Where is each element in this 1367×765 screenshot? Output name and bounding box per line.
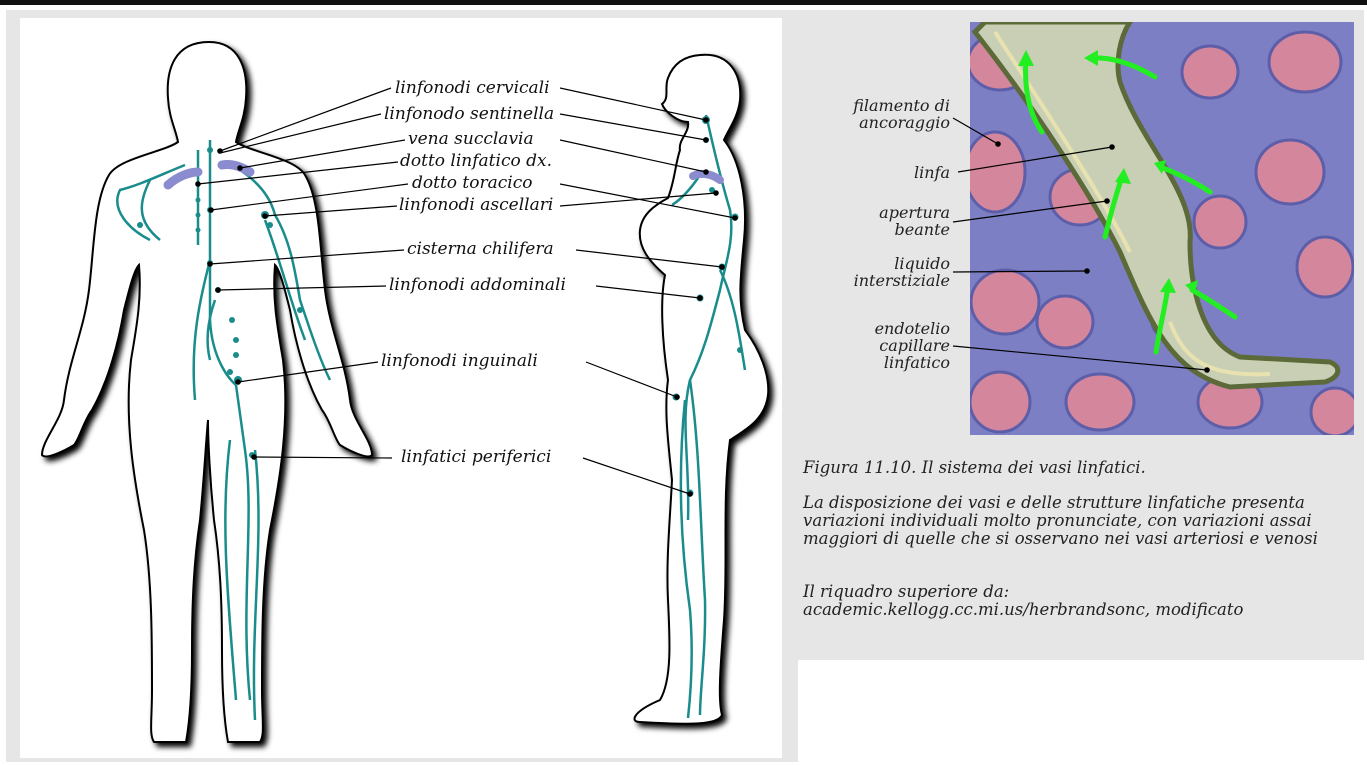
label-apertura-beante: apertura beante	[879, 204, 950, 238]
side-body-silhouette	[635, 55, 769, 724]
inset-leader-lines	[953, 118, 1207, 370]
front-body-silhouette	[42, 42, 372, 742]
label-dotto-linfatico-dx: dotto linfatico dx.	[400, 152, 552, 170]
figure-caption-body: La disposizione dei vasi e delle struttu…	[803, 494, 1343, 548]
label-endotelio-capillare-linfatico: endotelio capillare linfatico	[875, 320, 950, 371]
inset-leader-dots	[995, 141, 1210, 373]
label-filamento-di-ancoraggio: filamento di ancoraggio	[853, 97, 950, 131]
label-linfonodo-sentinella: linfonodo sentinella	[384, 105, 554, 123]
label-dotto-toracico: dotto toracico	[412, 174, 532, 192]
label-linfonodi-addominali: linfonodi addominali	[389, 276, 566, 294]
label-vena-succlavia: vena succlavia	[408, 130, 534, 148]
label-linfonodi-inguinali: linfonodi inguinali	[381, 352, 538, 370]
label-liquido-interstiziale: liquido interstiziale	[854, 255, 950, 289]
label-linfa: linfa	[914, 164, 950, 181]
label-linfatici-periferici: linfatici periferici	[401, 448, 551, 466]
label-linfonodi-ascellari: linfonodi ascellari	[399, 196, 553, 214]
label-cisterna-chilifera: cisterna chilifera	[407, 240, 554, 258]
label-linfonodi-cervicali: linfonodi cervicali	[395, 79, 550, 97]
figure-caption-source: Il riquadro superiore da: academic.kello…	[803, 583, 1323, 619]
figure-caption-title: Figura 11.10. Il sistema dei vasi linfat…	[803, 459, 1358, 477]
